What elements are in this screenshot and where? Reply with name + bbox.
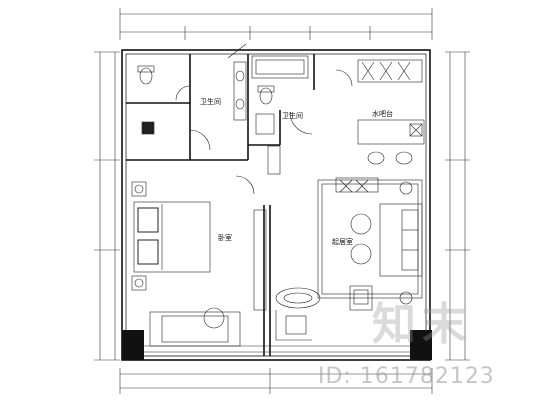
- bedroom-furniture: [131, 181, 267, 347]
- bar-area: [357, 59, 425, 165]
- label-bathroom-main: 卫生间: [200, 97, 221, 106]
- window-band: [144, 345, 410, 357]
- label-bedroom: 卧室: [218, 233, 232, 242]
- watermark-id: ID: 161782123: [318, 364, 495, 389]
- living-furniture: [275, 177, 423, 341]
- watermark-logo: 知末: [372, 299, 472, 350]
- label-living: 起居室: [332, 237, 353, 246]
- column-bottom-left: [122, 330, 144, 360]
- label-bar: 水吧台: [372, 109, 393, 118]
- walls: [121, 49, 431, 361]
- dimension-lines: [94, 8, 470, 394]
- bathroom-fixtures: [137, 43, 353, 195]
- column-bottom-right: [410, 330, 432, 360]
- label-bathroom-small: 卫生间: [282, 111, 303, 120]
